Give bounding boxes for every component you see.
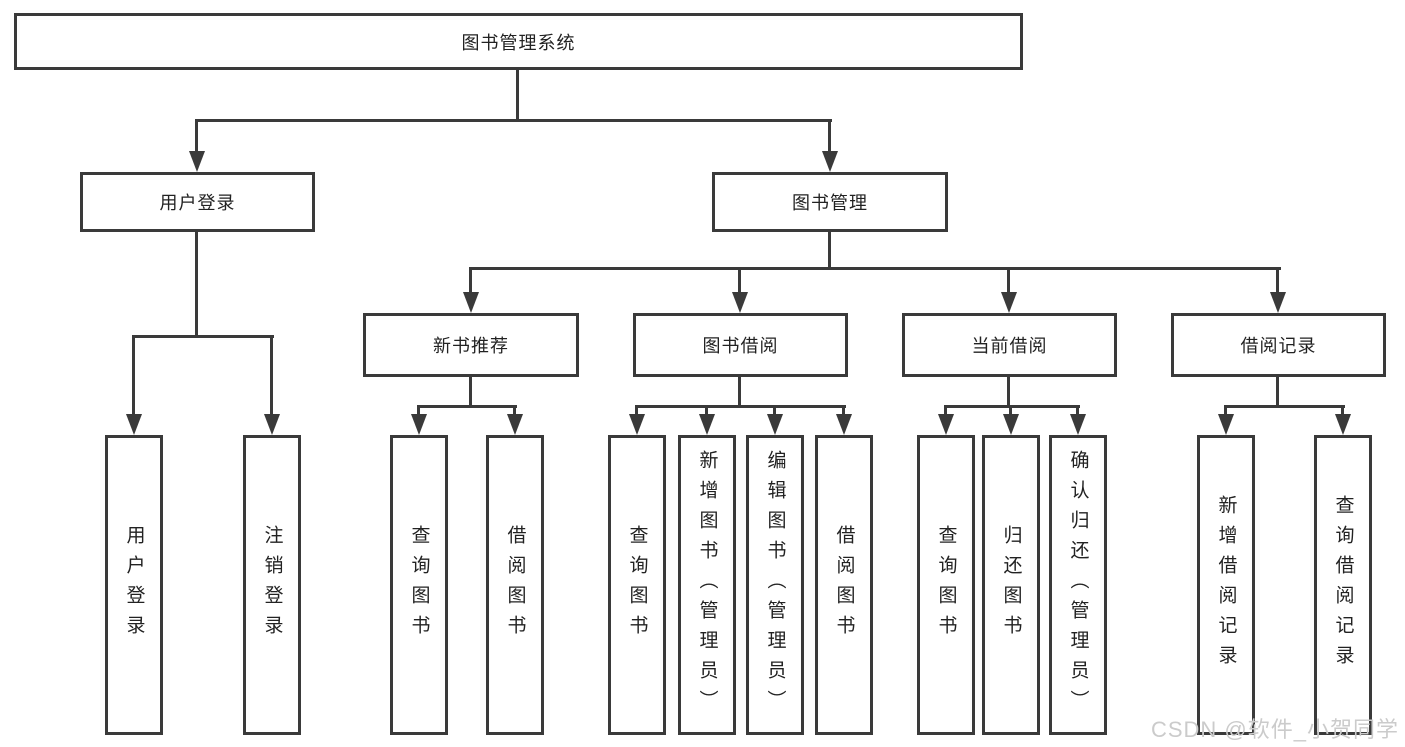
connector-line (417, 405, 517, 408)
connector-line (1276, 267, 1279, 293)
node-add-borrow-record: 新增借阅记录 (1197, 435, 1255, 735)
connector-line (1007, 267, 1010, 293)
node-logout-action: 注销登录 (243, 435, 301, 735)
connector-line (773, 405, 776, 416)
node-label: 借阅记录 (1240, 336, 1317, 356)
node-book-management: 图书管理 (712, 172, 948, 232)
node-label: 编辑图书（管理员） (764, 450, 786, 720)
node-current-borrowing: 当前借阅 (902, 313, 1117, 377)
node-label: 借阅图书 (504, 525, 526, 645)
arrow-down-icon (938, 414, 954, 435)
connector-line (270, 335, 273, 415)
connector-line (516, 70, 519, 120)
connector-line (738, 267, 741, 293)
node-query-books-current: 查询图书 (917, 435, 975, 735)
connector-line (1224, 405, 1345, 408)
connector-line (705, 405, 708, 416)
node-query-books-borrowing: 查询图书 (608, 435, 666, 735)
arrow-down-icon (264, 414, 280, 435)
connector-line (469, 267, 1281, 270)
arrow-down-icon (1218, 414, 1234, 435)
node-label: 借阅图书 (833, 525, 855, 645)
connector-line (513, 405, 516, 416)
arrow-down-icon (1335, 414, 1351, 435)
connector-line (944, 405, 947, 416)
node-label: 图书管理系统 (461, 32, 576, 53)
node-label: 查询图书 (935, 525, 957, 645)
arrow-down-icon (1270, 292, 1286, 313)
node-library-management-system: 图书管理系统 (14, 13, 1023, 70)
arrow-down-icon (836, 414, 852, 435)
connector-line (842, 405, 845, 416)
arrow-down-icon (699, 414, 715, 435)
arrow-down-icon (1001, 292, 1017, 313)
node-query-borrow-record: 查询借阅记录 (1314, 435, 1372, 735)
node-label: 新增图书（管理员） (696, 450, 718, 720)
connector-line (635, 405, 846, 408)
node-return-books: 归还图书 (982, 435, 1040, 735)
arrow-down-icon (411, 414, 427, 435)
connector-line (1009, 405, 1012, 416)
node-user-login: 用户登录 (80, 172, 315, 232)
node-label: 用户登录 (159, 193, 236, 213)
connector-line (1007, 377, 1010, 407)
connector-line (195, 119, 198, 152)
node-user-login-action: 用户登录 (105, 435, 163, 735)
arrow-down-icon (507, 414, 523, 435)
arrow-down-icon (189, 151, 205, 172)
connector-line (1224, 405, 1227, 416)
node-borrow-books-borrowing: 借阅图书 (815, 435, 873, 735)
connector-line (828, 232, 831, 270)
arrow-down-icon (732, 292, 748, 313)
node-label: 用户登录 (123, 525, 145, 645)
node-add-books-admin: 新增图书（管理员） (678, 435, 736, 735)
node-query-books-recommend: 查询图书 (390, 435, 448, 735)
node-label: 新书推荐 (433, 336, 509, 356)
node-label: 当前借阅 (971, 336, 1048, 356)
connector-line (469, 377, 472, 407)
connector-line (1276, 377, 1279, 407)
connector-line (417, 405, 420, 416)
arrow-down-icon (1003, 414, 1019, 435)
node-label: 查询图书 (408, 525, 430, 645)
node-borrowing-records: 借阅记录 (1171, 313, 1386, 377)
node-label: 图书借阅 (702, 336, 779, 356)
connector-line (635, 405, 638, 416)
node-new-book-recommendation: 新书推荐 (363, 313, 579, 377)
csdn-watermark: CSDN @软件_小贺同学 (1150, 717, 1399, 742)
connector-line (1076, 405, 1079, 416)
node-book-borrowing: 图书借阅 (633, 313, 848, 377)
connector-line (944, 405, 1080, 408)
connector-line (469, 267, 472, 293)
connector-line (196, 119, 832, 122)
connector-line (132, 335, 135, 415)
arrow-down-icon (463, 292, 479, 313)
connector-line (738, 377, 741, 407)
node-label: 确认归还（管理员） (1067, 450, 1089, 720)
node-label: 注销登录 (261, 525, 283, 645)
node-borrow-books-recommend: 借阅图书 (486, 435, 544, 735)
node-label: 查询借阅记录 (1332, 495, 1354, 675)
arrow-down-icon (126, 414, 142, 435)
connector-line (828, 119, 831, 152)
node-edit-books-admin: 编辑图书（管理员） (746, 435, 804, 735)
connector-line (1341, 405, 1344, 416)
connector-line (132, 335, 274, 338)
node-label: 归还图书 (1000, 525, 1022, 645)
node-label: 新增借阅记录 (1215, 495, 1237, 675)
connector-line (195, 232, 198, 336)
arrow-down-icon (822, 151, 838, 172)
arrow-down-icon (629, 414, 645, 435)
arrow-down-icon (1070, 414, 1086, 435)
arrow-down-icon (767, 414, 783, 435)
node-label: 图书管理 (792, 193, 868, 213)
node-confirm-return-admin: 确认归还（管理员） (1049, 435, 1107, 735)
node-label: 查询图书 (626, 525, 648, 645)
